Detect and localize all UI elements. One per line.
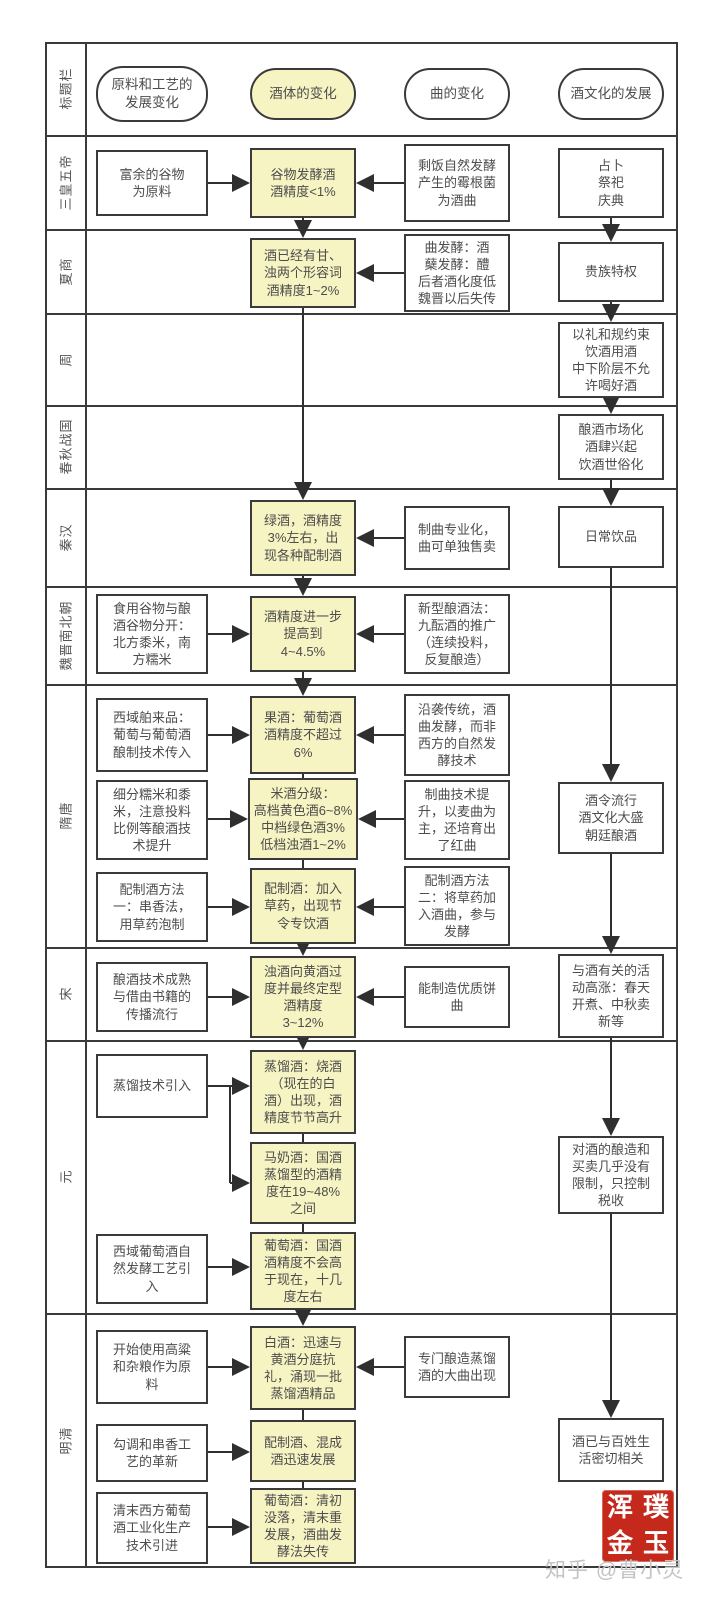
- node-mare-milk-wine: 马奶酒：国酒 蒸馏型的酒精 度在19~48% 之间: [250, 1142, 356, 1224]
- column-header-culture: 酒文化的发展: [558, 68, 664, 120]
- node-grain-ferment-wine: 谷物发酵酒 酒精度<1%: [250, 148, 356, 218]
- node-qu-nie-ferment: 曲发酵：酒 蘖发酵：醴 后者酒化度低 魏晋以后失传: [404, 234, 510, 312]
- node-leftover-rice-qu: 剩饭自然发酵 产生的霉根菌 为酒曲: [404, 144, 510, 222]
- seal-char-bl: 金: [606, 1529, 633, 1558]
- era-label-song: 宋: [58, 986, 74, 1001]
- node-daily-drink: 日常饮品: [558, 506, 664, 568]
- row-divider: [45, 313, 678, 315]
- node-noble-privilege: 贵族特权: [558, 242, 664, 302]
- row-divider: [45, 229, 678, 231]
- node-qu-specialization: 制曲专业化， 曲可单独售卖: [404, 506, 510, 570]
- row-divider: [45, 135, 678, 137]
- node-grape-import: 西域舶来品： 葡萄与葡萄酒 酿制技术传入: [96, 698, 208, 772]
- column-header-qu: 曲的变化: [404, 68, 510, 120]
- node-drinking-games: 酒令流行 酒文化大盛 朝廷酿酒: [558, 782, 664, 854]
- red-seal-stamp: 浑 璞 金 玉: [602, 1490, 674, 1562]
- node-distillation-intro: 蒸馏技术引入: [96, 1054, 208, 1118]
- node-surplus-grain: 富余的谷物 为原料: [96, 150, 208, 216]
- era-label-suitang: 隋唐: [58, 801, 74, 830]
- node-no-restriction-tax: 对酒的酿造和 买卖几乎没有 限制，只控制 税收: [558, 1136, 664, 1214]
- row-divider: [45, 488, 678, 490]
- node-blending-innovation: 勾调和串香工 艺的革新: [96, 1424, 208, 1482]
- node-abv-4-45: 酒精度进一步 提高到 4~4.5%: [250, 596, 356, 672]
- node-divination-ritual: 占卜 祭祀 庆典: [558, 148, 664, 218]
- era-label-sanhuangwudi: 三皇五帝: [58, 153, 74, 211]
- node-sorghum-material: 开始使用高粱 和杂粮作为原 料: [96, 1330, 208, 1404]
- row-divider: [45, 405, 678, 407]
- row-divider: [45, 1313, 678, 1315]
- node-brewing-mature-books: 酿酒技术成熟 与借由书籍的 传播流行: [96, 962, 208, 1032]
- node-distilled-baijiu: 蒸馏酒：烧酒 （现在的白 酒）出现，酒 精度节节高升: [250, 1050, 356, 1134]
- node-yellow-wine-finalized: 浊酒向黄酒过 度并最终定型 酒精度 3~12%: [250, 956, 356, 1038]
- node-wheat-qu-red-qu: 制曲技术提 升，以麦曲为 主，还培育出 了红曲: [404, 780, 510, 860]
- node-daqu-appears: 专门酿造蒸馏 酒的大曲出现: [404, 1336, 510, 1398]
- node-grape-wine-qing: 葡萄酒：清初 没落，清末重 发展，酒曲发 酵法失传: [250, 1488, 356, 1564]
- era-label-chunqiuzhanguo: 春秋战国: [58, 418, 74, 475]
- outer-frame: [45, 42, 678, 1568]
- node-baijiu-rivals-huangjiu: 白酒：迅速与 黄酒分庭抗 礼，涌现一批 蒸馏酒精品: [250, 1326, 356, 1410]
- era-label-yuan: 元: [58, 1169, 74, 1184]
- node-gan-zhuo-wine: 酒已经有甘、 浊两个形容词 酒精度1~2%: [250, 238, 356, 308]
- era-label-mingqing: 明清: [58, 1426, 74, 1455]
- node-grain-separation: 食用谷物与酿 酒谷物分开： 北方黍米，南 方糯米: [96, 594, 208, 674]
- node-rice-technique-improve: 细分糯米和黍 米，注意投料 比例等酿酒技 术提升: [96, 780, 208, 860]
- node-quality-cake-qu: 能制造优质饼 曲: [404, 966, 510, 1028]
- node-herbal-blended-wine: 配制酒：加入 草药，出现节 令专饮酒: [250, 868, 356, 944]
- column-header-material: 原料和工艺的 发展变化: [96, 66, 208, 122]
- era-label-xiashang: 夏商: [58, 256, 74, 286]
- era-label-header: 标题栏: [58, 67, 74, 110]
- node-jiuyun-method: 新型酿酒法： 九酝酒的推广 （连续投料， 反复酿造）: [404, 594, 510, 674]
- node-fruit-wine: 果酒：葡萄酒 酒精度不超过 6%: [250, 696, 356, 774]
- era-rail-divider: [85, 42, 87, 1568]
- row-divider: [45, 947, 678, 949]
- node-ritual-regulation: 以礼和规约束 饮酒用酒 中下阶层不允 许喝好酒: [558, 322, 664, 398]
- zhihu-watermark: 知乎 @曹小灵: [545, 1559, 685, 1582]
- era-label-qinhan: 秦汉: [58, 522, 74, 552]
- row-divider: [45, 586, 678, 588]
- era-label-weijinnanbeichao: 魏晋南北朝: [58, 599, 74, 671]
- node-wine-activities: 与酒有关的活 动高涨：春天 开煮、中秋卖 新等: [558, 954, 664, 1038]
- row-divider: [45, 684, 678, 686]
- node-blend-method-two: 配制酒方法 二：将草药加 入酒曲，参与 发酵: [404, 866, 510, 946]
- row-divider: [45, 1040, 678, 1042]
- node-industrial-winemaking: 清末西方葡萄 酒工业化生产 技术引进: [96, 1492, 208, 1564]
- seal-char-tl: 浑: [606, 1493, 633, 1522]
- node-blended-wine-develop: 配制酒、混成 酒迅速发展: [250, 1420, 356, 1482]
- node-western-grape-ferment: 西域葡萄酒自 然发酵工艺引 入: [96, 1234, 208, 1304]
- node-rice-wine-grading: 米酒分级： 高档黄色酒6~8% 中档绿色酒3% 低档浊酒1~2%: [248, 778, 358, 860]
- node-green-wine: 绿酒，酒精度 3%左右，出 现各种配制酒: [250, 500, 356, 576]
- node-wine-marketization: 酿酒市场化 酒肆兴起 饮酒世俗化: [558, 414, 664, 480]
- node-blend-method-one: 配制酒方法 一：串香法， 用草药泡制: [96, 872, 208, 942]
- era-label-zhou: 周: [58, 351, 74, 367]
- column-header-body: 酒体的变化: [250, 68, 356, 120]
- node-traditional-qu-ferment: 沿袭传统，酒 曲发酵，而非 西方的自然发 酵技术: [404, 694, 510, 776]
- node-grape-wine-yuan: 葡萄酒：国酒 酒精度不会高 于现在，十几 度左右: [250, 1232, 356, 1310]
- node-wine-in-daily-life: 酒已与百姓生 活密切相关: [558, 1418, 664, 1482]
- seal-char-tr: 璞: [642, 1493, 669, 1522]
- seal-char-br: 玉: [642, 1529, 669, 1558]
